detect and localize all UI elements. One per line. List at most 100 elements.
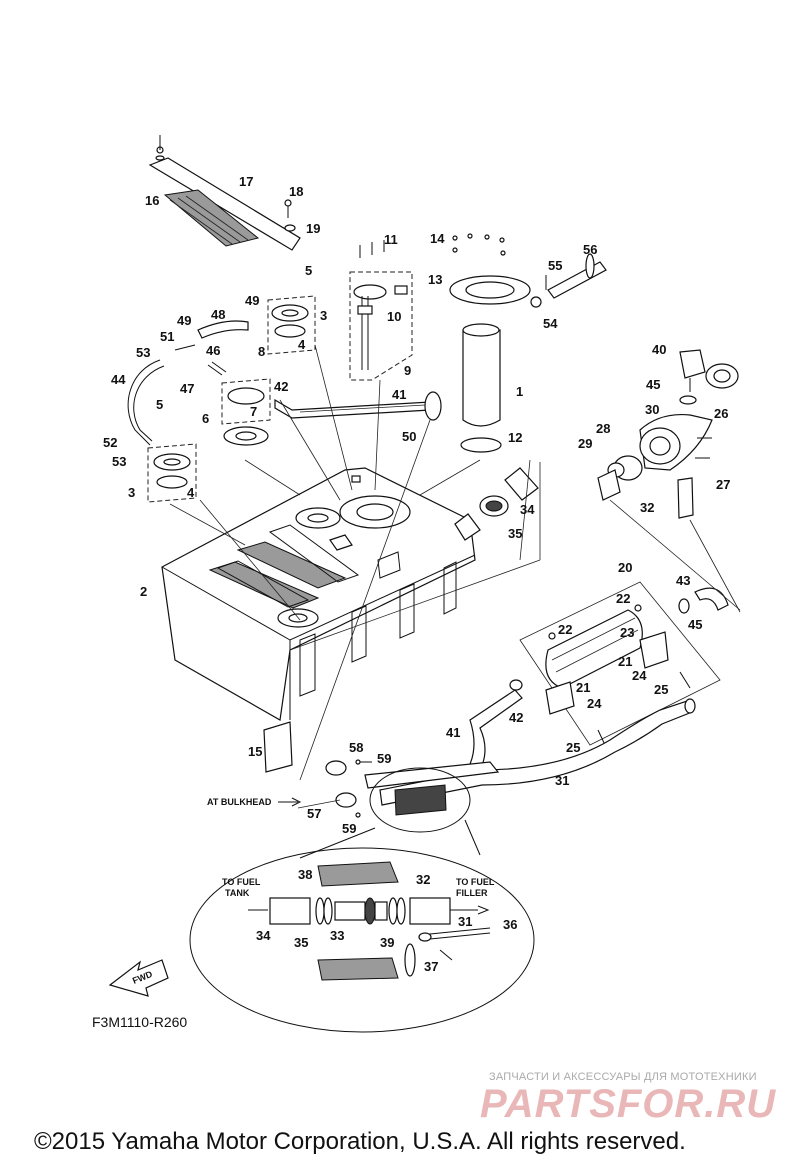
part-label-35: 35	[508, 526, 522, 541]
part-label-43: 43	[676, 573, 690, 588]
part-label-31: 31	[458, 914, 472, 929]
filler-neck-parts	[530, 253, 607, 308]
part-label-13: 13	[428, 272, 442, 287]
part-label-20: 20	[618, 560, 632, 575]
part-label-42: 42	[274, 379, 288, 394]
part-label-25: 25	[654, 682, 668, 697]
part-label-47: 47	[180, 381, 194, 396]
fuel-sender-unit	[349, 240, 413, 381]
fuel-hoses	[364, 679, 696, 806]
flange-plates	[147, 295, 316, 503]
part-label-53: 53	[112, 454, 126, 469]
part-label-52: 52	[103, 435, 117, 450]
part-label-19: 19	[306, 221, 320, 236]
part-label-58: 58	[349, 740, 363, 755]
part-label-28: 28	[596, 421, 610, 436]
part-label-59: 59	[342, 821, 356, 836]
diagram-code: F3M1110-R260	[92, 1014, 188, 1030]
part-label-15: 15	[248, 744, 262, 759]
part-label-27: 27	[716, 477, 730, 492]
part-label-35: 35	[294, 935, 308, 950]
part-label-14: 14	[430, 231, 445, 246]
part-label-32: 32	[416, 872, 430, 887]
vent-hose-43	[678, 587, 729, 614]
part-label-31: 31	[555, 773, 569, 788]
part-label-38: 38	[298, 867, 312, 882]
part-label-26: 26	[714, 406, 728, 421]
part-label-22: 22	[558, 622, 572, 637]
fuel-filter-assembly	[449, 233, 531, 453]
part-label-4: 4	[187, 485, 195, 500]
watermark-subtitle: ЗАПЧАСТИ И АКСЕССУАРЫ ДЛЯ МОТОТЕХНИКИ	[489, 1071, 757, 1083]
part-label-5: 5	[305, 263, 312, 278]
part-label-51: 51	[160, 329, 174, 344]
fwd-arrow	[108, 959, 169, 997]
part-label-21: 21	[576, 680, 590, 695]
part-label-36: 36	[503, 917, 517, 932]
part-label-21: 21	[618, 654, 632, 669]
part-label-4: 4	[298, 337, 306, 352]
part-label-29: 29	[578, 436, 592, 451]
part-label-3: 3	[320, 308, 327, 323]
detail-callout	[189, 767, 535, 1033]
part-label-49: 49	[245, 293, 259, 308]
part-label-17: 17	[239, 174, 253, 189]
part-label-24: 24	[587, 696, 602, 711]
part-label-55: 55	[548, 258, 562, 273]
to-fuel-tank-note-line1: TO FUEL	[222, 877, 261, 887]
strap-assembly	[148, 135, 301, 251]
part-label-33: 33	[330, 928, 344, 943]
watermark-logo: PARTSFOR.RU	[480, 1082, 777, 1126]
to-fuel-tank-note-line2: TANK	[225, 888, 250, 898]
part-label-59: 59	[377, 751, 391, 766]
part-label-48: 48	[211, 307, 225, 322]
part-label-5: 5	[156, 397, 163, 412]
at-bulkhead-note: AT BULKHEAD	[207, 797, 272, 807]
part-label-57: 57	[307, 806, 321, 821]
fuel-tank	[161, 467, 481, 773]
part-label-50: 50	[402, 429, 416, 444]
part-label-11: 11	[384, 232, 398, 247]
to-fuel-filler-note-line1: TO FUEL	[456, 877, 495, 887]
part-label-9: 9	[404, 363, 411, 378]
part-label-41: 41	[392, 387, 406, 402]
bulkhead-fittings	[325, 759, 372, 818]
part-label-45: 45	[646, 377, 660, 392]
part-label-25: 25	[566, 740, 580, 755]
part-label-2: 2	[140, 584, 147, 599]
canister-assembly	[519, 581, 721, 746]
vent-hoses	[127, 320, 249, 446]
fuel-filler-assembly	[597, 349, 739, 519]
part-label-7: 7	[250, 404, 257, 419]
part-label-49: 49	[177, 313, 191, 328]
part-label-39: 39	[380, 935, 394, 950]
part-label-32: 32	[640, 500, 654, 515]
part-number-labels: 1 2 3 3 4 4 5 5 6 7 8 9 10 11 12 13 14 1…	[103, 174, 730, 974]
part-label-45: 45	[688, 617, 702, 632]
part-label-40: 40	[652, 342, 666, 357]
part-label-34: 34	[520, 502, 535, 517]
part-label-22: 22	[616, 591, 630, 606]
part-label-12: 12	[508, 430, 522, 445]
part-label-37: 37	[424, 959, 438, 974]
copyright-notice: ©2015 Yamaha Motor Corporation, U.S.A. A…	[34, 1128, 686, 1155]
part-label-54: 54	[543, 316, 558, 331]
part-label-53: 53	[136, 345, 150, 360]
tank-fitting	[479, 467, 539, 517]
part-label-42: 42	[509, 710, 523, 725]
part-label-56: 56	[583, 242, 597, 257]
part-label-1: 1	[516, 384, 523, 399]
part-label-24: 24	[632, 668, 647, 683]
leader-lines	[169, 344, 741, 809]
part-label-3: 3	[128, 485, 135, 500]
part-label-6: 6	[202, 411, 209, 426]
part-label-8: 8	[258, 344, 265, 359]
part-label-18: 18	[289, 184, 303, 199]
part-label-34: 34	[256, 928, 271, 943]
part-label-46: 46	[206, 343, 220, 358]
part-label-23: 23	[620, 625, 634, 640]
part-label-16: 16	[145, 193, 159, 208]
part-label-41: 41	[446, 725, 460, 740]
breather-tube	[274, 391, 442, 421]
